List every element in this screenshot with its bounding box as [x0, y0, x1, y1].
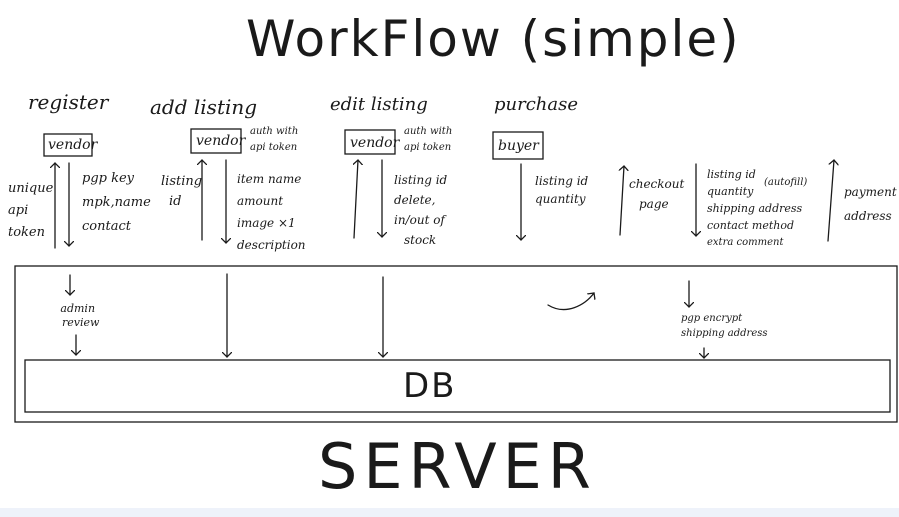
edit-listing-heading: edit listing: [330, 94, 428, 115]
server-box: [14, 265, 898, 423]
add-listing-vendor-box: [190, 128, 242, 154]
edit-listing-actor-label: vendor: [350, 135, 400, 151]
register-heading: register: [28, 90, 109, 114]
db-label: DB: [403, 366, 457, 406]
purchase-up-arrow-2: [620, 166, 624, 236]
edit-listing-vendor-box: [344, 129, 396, 155]
add-listing-heading: add listing: [150, 95, 258, 119]
server-label: SERVER: [318, 430, 597, 503]
purchase-heading: purchase: [494, 94, 579, 115]
register-actor-label: vendor: [48, 137, 98, 153]
diagram-title: WorkFlow (simple): [246, 10, 741, 68]
add-listing-actor-label: vendor: [196, 133, 246, 149]
purchase-buyer-box: [492, 131, 544, 160]
db-box: [24, 359, 891, 413]
purchase-actor-label: buyer: [498, 138, 539, 154]
purchase-autofill-note: (autofill): [764, 177, 808, 188]
register-vendor-box: [43, 133, 93, 157]
purchase-curved-arrow: [547, 293, 594, 311]
purchase-up-arrow-4: [827, 160, 834, 242]
edit-listing-up-arrow: [354, 160, 358, 239]
bottom-bar: [0, 508, 899, 517]
